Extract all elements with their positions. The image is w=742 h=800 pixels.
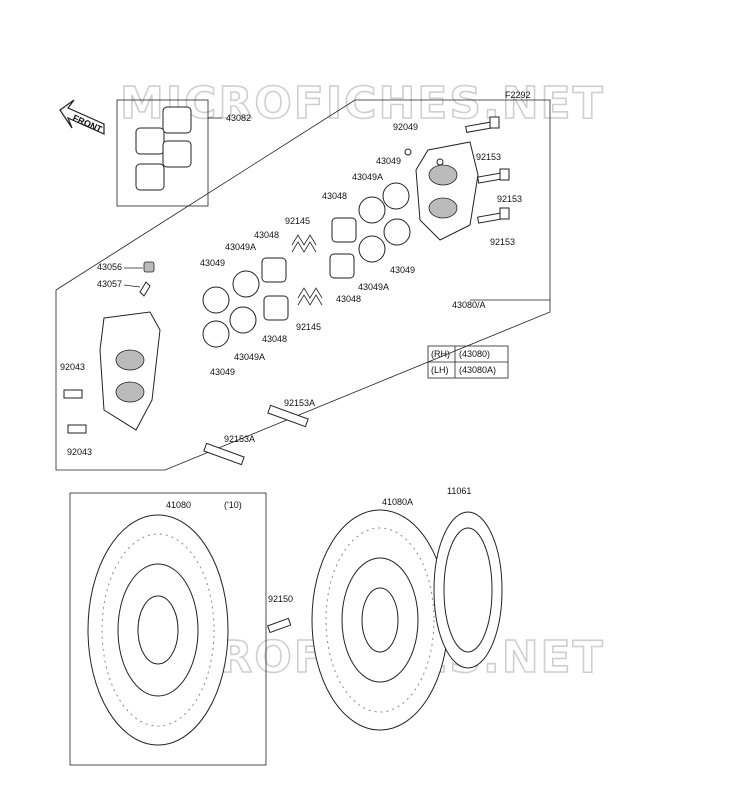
bolt-icon-l1 (63, 389, 83, 399)
piston-icon-bot (263, 295, 289, 321)
label-bolt-l2: 92043 (67, 447, 92, 457)
caliper-right-half (415, 141, 479, 241)
label-caliper-assy: 43080/A (452, 300, 486, 310)
bolt-icon-r2 (477, 168, 510, 184)
label-mount-bolt-1: 92153A (284, 398, 315, 408)
label-piston-r2: 43048 (336, 294, 361, 304)
label-spring-bot: 92145 (296, 322, 321, 332)
label-bleeder-cap: 43057 (97, 279, 122, 289)
application-table: (RH) (43080) (LH) (43080A) (427, 345, 509, 379)
spring-icon-top (291, 234, 317, 253)
label-seal-43049A-bot: 43049A (234, 352, 265, 362)
caliper-assembly-outline (55, 99, 551, 471)
seal-icon-left (202, 286, 230, 314)
table-part-lh: (43080A) (459, 365, 496, 375)
year-note: ('10) (224, 500, 242, 510)
piston-icon-r1 (331, 217, 357, 243)
bolt-icon-l2 (67, 424, 87, 434)
watermark-top: MICROFICHES.NET (120, 78, 605, 129)
seal-icon-r2 (383, 218, 411, 246)
front-arrow-icon: FRONT (59, 99, 105, 135)
label-seal-43049A-mid: 43049A (225, 242, 256, 252)
table-side-rh: (RH) (431, 349, 450, 359)
label-seal-43049-r1: 43049 (376, 156, 401, 166)
label-bolt-r3: 92153 (490, 237, 515, 247)
disc-bolt-icon (266, 617, 292, 634)
bleeder-icon (143, 261, 155, 273)
front-label: FRONT (71, 113, 104, 135)
disc-left-box (69, 492, 267, 766)
label-seal-43049-r2: 43049 (390, 265, 415, 275)
disc-right-icon (311, 509, 449, 731)
piston-icon-r2 (329, 253, 355, 279)
piston-icon-mid (261, 257, 287, 283)
mount-bolt-icon-1 (267, 404, 309, 428)
seal-icon-mid-a (232, 270, 260, 298)
table-side-lh: (LH) (431, 365, 449, 375)
bolt-icon-r3 (477, 207, 510, 224)
disc-left-icon (87, 514, 229, 746)
label-seal-43049A-r2: 43049A (358, 282, 389, 292)
label-spring-top: 92145 (285, 216, 310, 226)
label-disc-left: 41080 (166, 500, 191, 510)
label-shim: 11061 (447, 486, 471, 496)
label-bolt-r1: 92153 (476, 152, 501, 162)
label-seal-43049-bot: 43049 (210, 367, 235, 377)
mount-bolt-icon-2 (203, 442, 245, 466)
seal-icon-bot (202, 320, 230, 348)
label-disc-right: 41080A (382, 497, 413, 507)
label-washer-top: 92049 (393, 122, 418, 132)
figure-code: F2292 (505, 90, 531, 100)
label-mount-bolt-2: 92153A (224, 434, 255, 444)
bleeder-cap-icon (139, 281, 151, 297)
label-piston-mid: 43048 (254, 230, 279, 240)
seal-icon-r1a (358, 196, 386, 224)
washer-icon (404, 148, 412, 156)
label-bolt-r2: 92153 (497, 194, 522, 204)
label-pads: 43082 (226, 113, 251, 123)
label-piston-bot: 43048 (262, 334, 287, 344)
label-seal-43049A-r1: 43049A (352, 172, 383, 182)
seal-icon-r2a (358, 235, 386, 263)
bolt-icon-r1 (465, 116, 500, 133)
shim-icon (433, 511, 503, 669)
label-disc-bolt: 92150 (268, 594, 293, 604)
brake-pads (116, 99, 222, 207)
label-bleeder: 43056 (97, 262, 122, 272)
table-part-rh: (43080) (459, 349, 490, 359)
seal-icon-r1 (382, 182, 410, 210)
spring-icon-bot (297, 287, 323, 306)
seal-icon-bot-a (229, 306, 257, 334)
label-bolt-l1: 92043 (60, 362, 85, 372)
caliper-left-half (99, 311, 161, 431)
label-seal-43049-left: 43049 (200, 258, 225, 268)
label-piston-r1: 43048 (322, 191, 347, 201)
